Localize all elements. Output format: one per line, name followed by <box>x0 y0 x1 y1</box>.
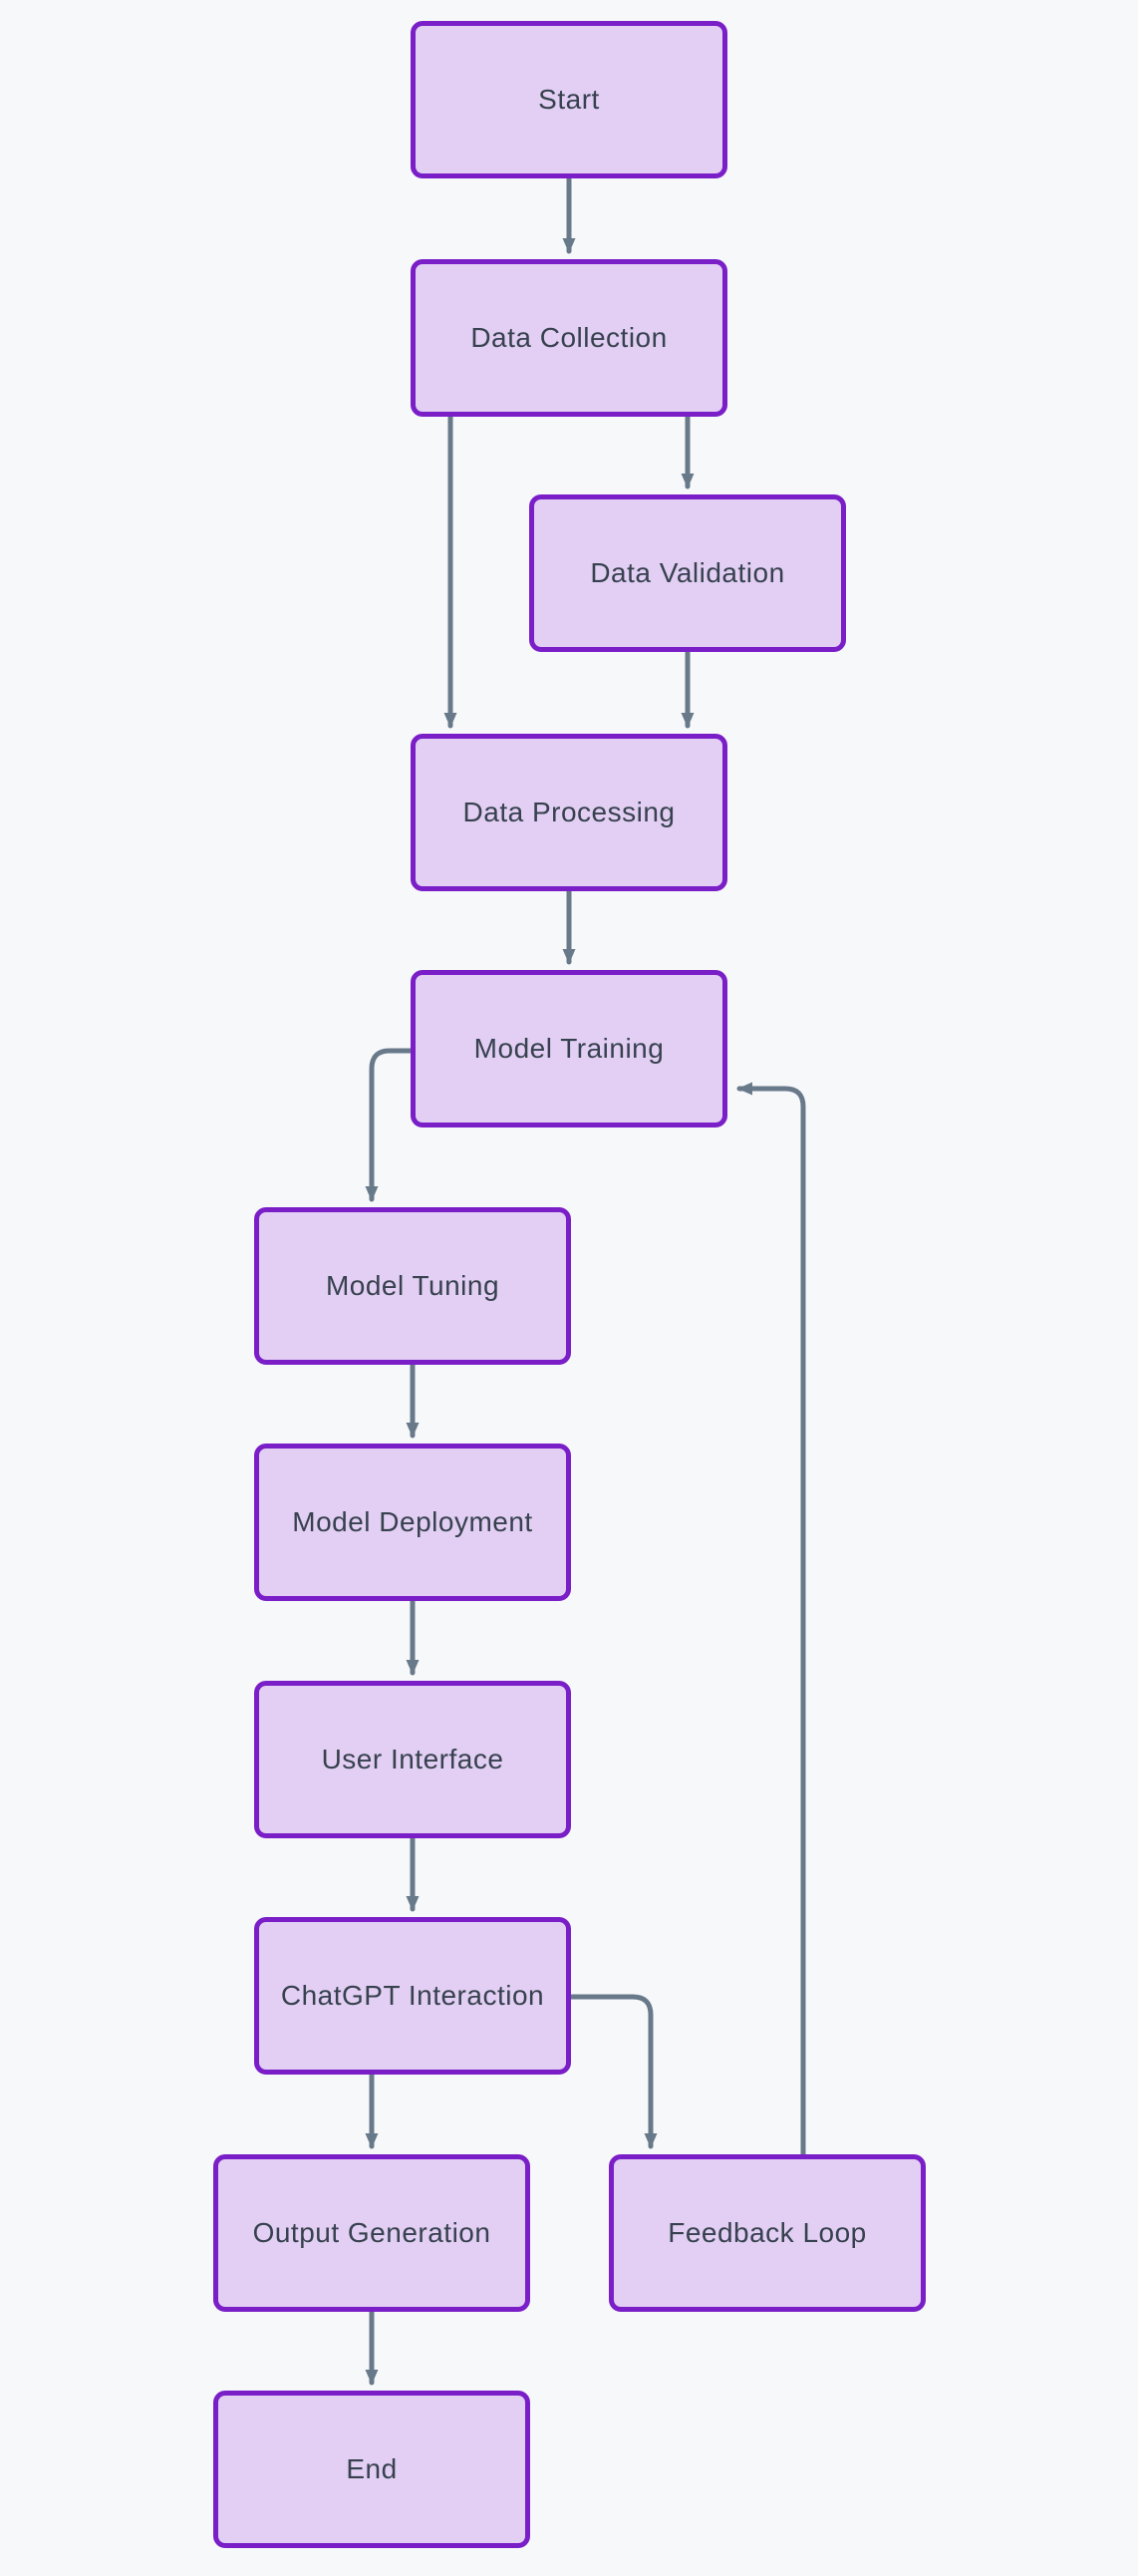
edge-chatgpt-interaction-to-feedback-loop <box>566 1994 658 2149</box>
node-data-validation-label: Data Validation <box>590 557 785 589</box>
node-data-processing-label: Data Processing <box>462 797 676 828</box>
node-model-training: Model Training <box>411 970 727 1127</box>
node-chatgpt-interaction: ChatGPT Interaction <box>254 1917 571 2075</box>
node-end: End <box>213 2391 530 2548</box>
node-data-processing: Data Processing <box>411 734 727 891</box>
node-chatgpt-interaction-label: ChatGPT Interaction <box>280 1980 545 2012</box>
node-output-generation: Output Generation <box>213 2154 530 2312</box>
node-user-interface: User Interface <box>254 1681 571 1838</box>
node-start-label: Start <box>538 84 600 116</box>
node-end-label: End <box>346 2453 398 2485</box>
node-model-tuning-label: Model Tuning <box>325 1270 500 1302</box>
edge-feedback-loop-to-model-training <box>736 1082 806 2157</box>
node-model-deployment-label: Model Deployment <box>292 1506 533 1538</box>
node-model-deployment: Model Deployment <box>254 1444 571 1601</box>
node-data-collection: Data Collection <box>411 259 727 417</box>
node-model-training-label: Model Training <box>473 1033 665 1065</box>
edge-model-training-to-model-tuning <box>365 1048 416 1202</box>
node-model-tuning: Model Tuning <box>254 1207 571 1365</box>
node-user-interface-label: User Interface <box>321 1744 504 1775</box>
node-feedback-loop-label: Feedback Loop <box>668 2217 867 2249</box>
node-data-collection-label: Data Collection <box>470 322 668 354</box>
node-feedback-loop: Feedback Loop <box>609 2154 926 2312</box>
node-data-validation: Data Validation <box>529 494 846 652</box>
node-output-generation-label: Output Generation <box>252 2217 491 2249</box>
node-start: Start <box>411 21 727 178</box>
